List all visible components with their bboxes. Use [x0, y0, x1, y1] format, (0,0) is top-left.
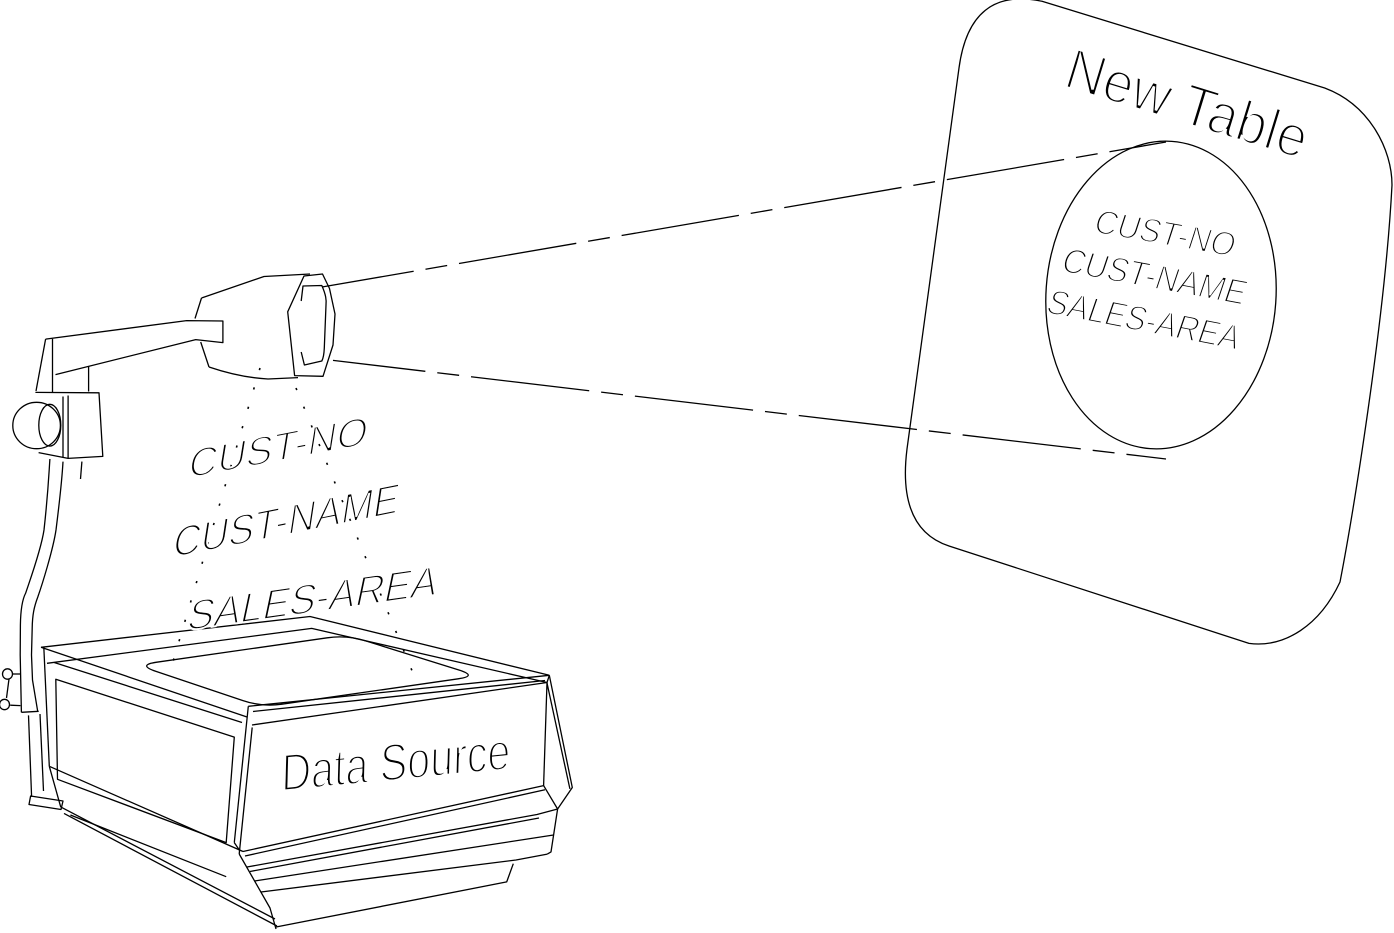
svg-text:SALES-AREA: SALES-AREA	[184, 557, 444, 640]
svg-text:CUST-NO: CUST-NO	[186, 408, 372, 488]
svg-text:New Table: New Table	[1058, 36, 1316, 171]
svg-text:Data Source: Data Source	[281, 723, 511, 803]
svg-text:CUST-NAME: CUST-NAME	[170, 474, 403, 567]
